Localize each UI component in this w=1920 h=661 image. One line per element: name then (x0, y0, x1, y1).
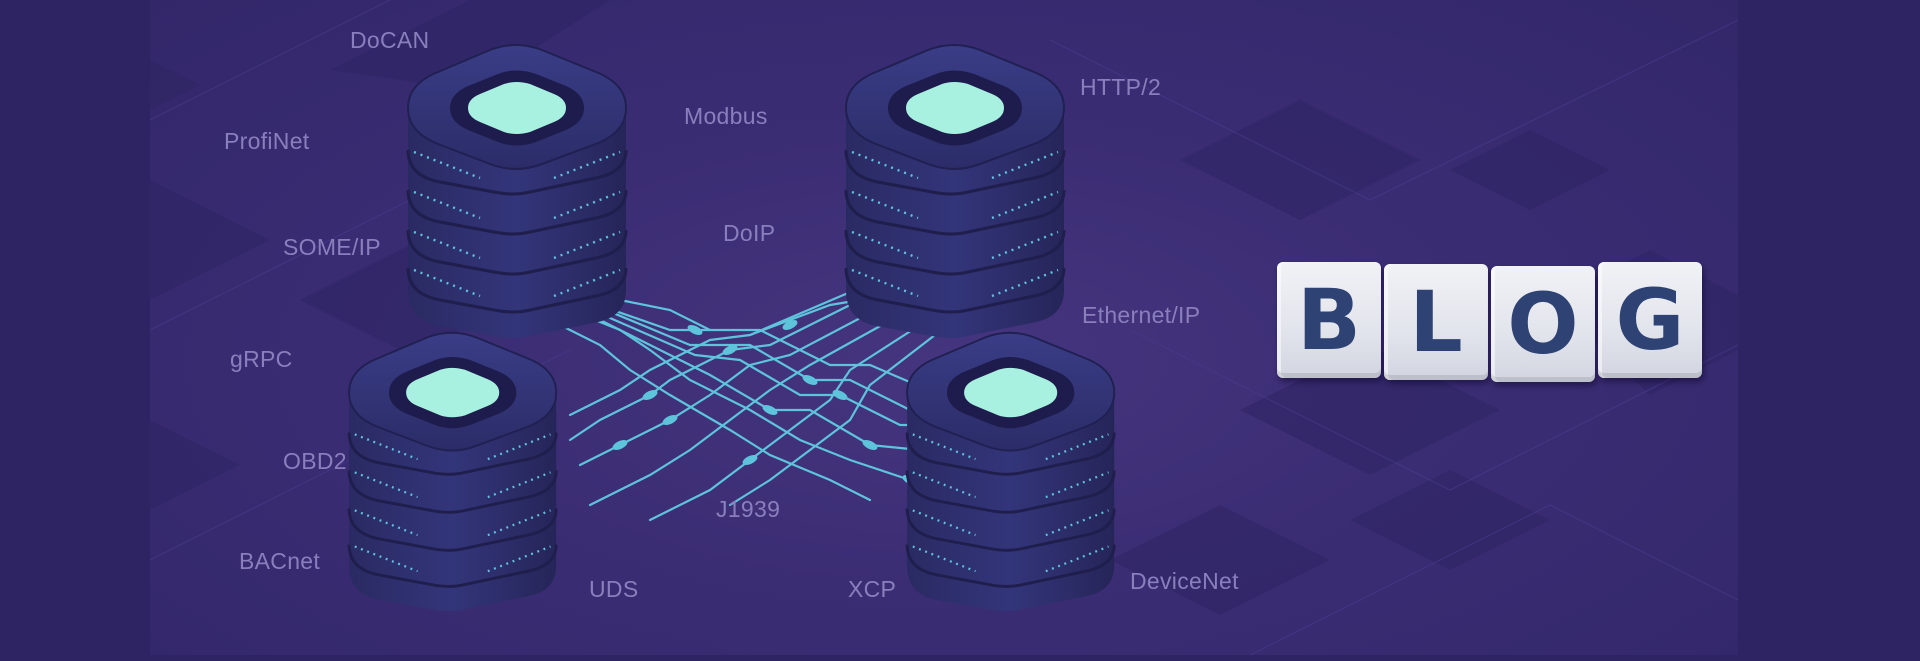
protocol-label-grpc: gRPC (230, 346, 293, 372)
server-network-art (347, 44, 1116, 612)
protocol-label-doip: DoIP (723, 220, 776, 246)
protocol-label-j1939: J1939 (716, 496, 781, 522)
server-stack-icon (844, 44, 1066, 338)
protocol-label-modbus: Modbus (684, 103, 768, 129)
blog-letter-block: L (1384, 264, 1488, 380)
blog-letter-block: B (1277, 262, 1381, 378)
protocol-label-devicenet: DeviceNet (1130, 568, 1239, 594)
server-stack-icon (347, 331, 558, 612)
blog-blocks: B L O G (1277, 262, 1705, 384)
protocol-label-bacnet: BACnet (239, 548, 321, 574)
blog-letter-block: G (1598, 262, 1702, 378)
protocol-label-http2: HTTP/2 (1080, 74, 1162, 100)
protocol-label-profinet: ProfiNet (224, 128, 310, 154)
protocol-label-someip: SOME/IP (283, 234, 381, 260)
blog-letter-block: O (1491, 266, 1595, 382)
server-stack-icon (905, 331, 1116, 612)
protocol-label-xcp: XCP (848, 576, 897, 602)
protocol-label-docan: DoCAN (350, 27, 430, 53)
protocol-label-obd2: OBD2 (283, 448, 347, 474)
protocol-label-uds: UDS (589, 576, 639, 602)
protocol-label-ethernetip: Ethernet/IP (1082, 302, 1201, 328)
server-stack-icon (406, 44, 628, 338)
